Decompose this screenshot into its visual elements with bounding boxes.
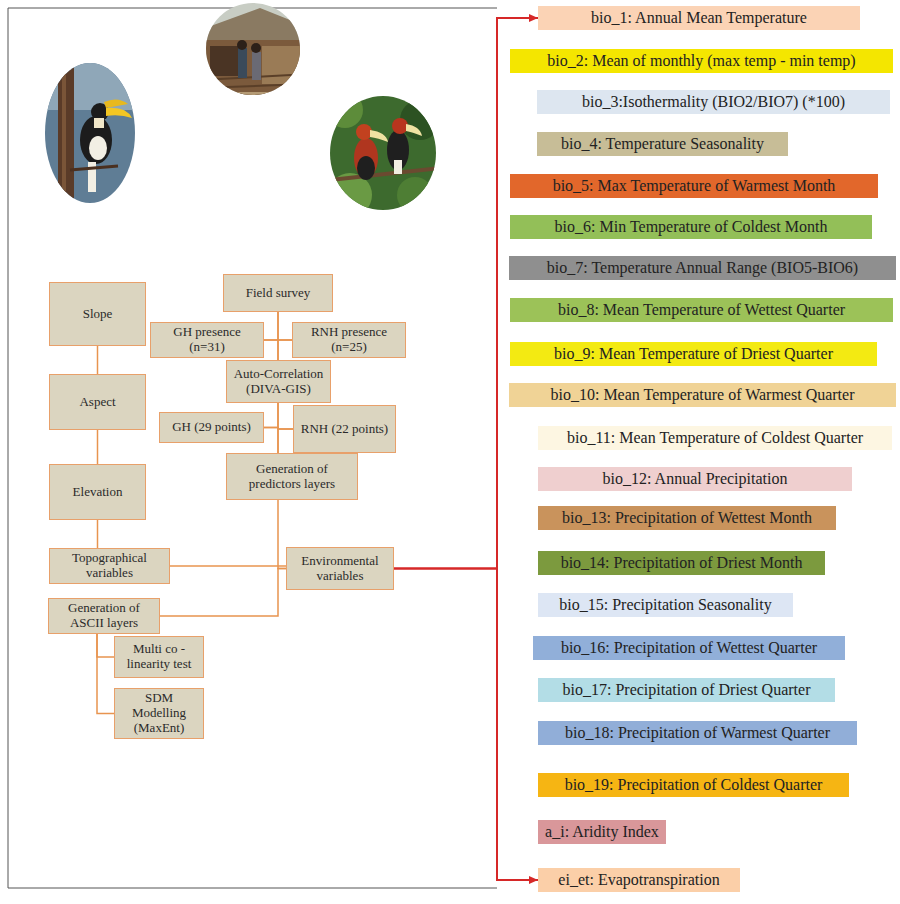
process-box: Auto-Correlation (DIVA-GIS) [226,360,331,403]
node-label: bio_12: Annual Precipitation [544,469,846,489]
node-label: bio_7: Temperature Annual Range (BIO5-BI… [515,258,890,278]
variable-band: bio_17: Precipitation of Driest Quarter [538,678,835,702]
connector [394,18,538,569]
connector [278,340,292,360]
process-box: GH (29 points) [159,412,264,443]
node-label: GH presence (n=31) [154,325,260,355]
variable-band: bio_16: Precipitation of Wettest Quarter [533,636,845,660]
connector [170,565,286,567]
node-label: Field survey [246,286,311,301]
node-label: Auto-Correlation (DIVA-GIS) [230,367,327,397]
node-label: bio_17: Precipitation of Driest Quarter [544,680,829,700]
connector [278,429,293,453]
connector [278,500,286,569]
variable-band: bio_2: Mean of monthly (max temp - min t… [510,49,893,73]
node-label: RNH (22 points) [301,422,388,437]
connector [97,634,114,714]
node-label: Environmental variables [290,554,390,584]
node-label: bio_5: Max Temperature of Warmest Month [516,176,872,196]
process-box: Slope [49,282,146,346]
connector [264,428,278,454]
node-label: bio_14: Precipitation of Driest Month [544,553,819,573]
variable-band: bio_4: Temperature Seasonality [537,132,788,156]
hornbill-photo [40,60,140,210]
node-label: bio_9: Mean Temperature of Driest Quarte… [516,344,871,364]
connector [394,569,538,881]
node-label: RNH presence (n=25) [296,325,402,355]
variable-band: bio_7: Temperature Annual Range (BIO5-BI… [509,256,896,280]
variable-band: bio_5: Max Temperature of Warmest Month [510,174,878,198]
node-label: bio_4: Temperature Seasonality [543,134,782,154]
node-label: a_i: Aridity Index [544,822,660,842]
connector [264,312,278,340]
node-label: ei_et: Evapotranspiration [544,870,734,890]
variable-band: bio_3:Isothermality (BIO2/BIO7) (*100) [537,90,890,114]
node-label: GH (29 points) [172,420,251,435]
variable-band: bio_10: Mean Temperature of Warmest Quar… [509,383,896,407]
variable-band: bio_12: Annual Precipitation [538,467,852,491]
node-label: bio_13: Precipitation of Wettest Month [544,508,830,528]
variable-band: bio_19: Precipitation of Coldest Quarter [538,773,849,797]
node-label: bio_11: Mean Temperature of Coldest Quar… [544,428,886,448]
node-label: bio_6: Min Temperature of Coldest Month [516,217,866,237]
process-box: Multi co - linearity test [114,636,204,678]
variable-band: bio_14: Precipitation of Driest Month [538,551,825,575]
variable-band: bio_1: Annual Mean Temperature [538,6,860,30]
process-box: Topographical variables [49,548,170,584]
connector [97,430,99,464]
connector [160,569,286,616]
connector [278,403,293,429]
process-box: Aspect [49,374,146,430]
process-box: RNH presence (n=25) [292,322,406,358]
node-label: Generation of predictors layers [230,462,354,492]
process-box: Generation of predictors layers [226,453,358,500]
process-box: Elevation [49,464,146,520]
node-label: Aspect [79,395,115,410]
node-label: Multi co - linearity test [118,642,200,672]
variable-band: bio_8: Mean Temperature of Wettest Quart… [510,298,893,322]
panel-frame [8,8,497,888]
rufous-hornbill-photo [325,92,443,217]
process-box: Generation of ASCII layers [48,598,160,634]
variable-band: bio_11: Mean Temperature of Coldest Quar… [538,426,892,450]
variable-band: bio_15: Precipitation Seasonality [538,593,793,617]
node-label: bio_19: Precipitation of Coldest Quarter [544,775,843,795]
hut-photo [200,0,310,102]
variable-band: bio_13: Precipitation of Wettest Month [538,506,836,530]
connector [264,340,278,360]
process-box: Environmental variables [286,547,394,590]
node-label: Generation of ASCII layers [52,601,156,631]
node-label: bio_8: Mean Temperature of Wettest Quart… [516,300,887,320]
variable-band: bio_18: Precipitation of Warmest Quarter [538,721,857,745]
variable-band: ei_et: Evapotranspiration [538,868,740,892]
node-label: bio_1: Annual Mean Temperature [544,8,854,28]
connector [264,403,278,428]
node-label: bio_18: Precipitation of Warmest Quarter [544,723,851,743]
node-label: bio_15: Precipitation Seasonality [544,595,787,615]
connector [278,312,292,340]
node-label: SDM Modelling (MaxEnt) [118,691,200,736]
node-label: bio_2: Mean of monthly (max temp - min t… [516,51,887,71]
connector [97,520,99,548]
process-box: Field survey [223,274,333,312]
connector [97,634,114,657]
node-label: Topographical variables [53,551,166,581]
node-label: bio_16: Precipitation of Wettest Quarter [539,638,839,658]
variable-band: bio_6: Min Temperature of Coldest Month [510,215,872,239]
process-box: GH presence (n=31) [150,322,264,358]
connector [97,346,99,374]
node-label: bio_10: Mean Temperature of Warmest Quar… [515,385,890,405]
node-label: bio_3:Isothermality (BIO2/BIO7) (*100) [543,92,884,112]
process-box: SDM Modelling (MaxEnt) [114,688,204,739]
variable-band: bio_9: Mean Temperature of Driest Quarte… [510,342,877,366]
variable-band: a_i: Aridity Index [538,820,666,844]
node-label: Slope [83,307,113,322]
process-box: RNH (22 points) [293,405,396,453]
node-label: Elevation [73,485,123,500]
